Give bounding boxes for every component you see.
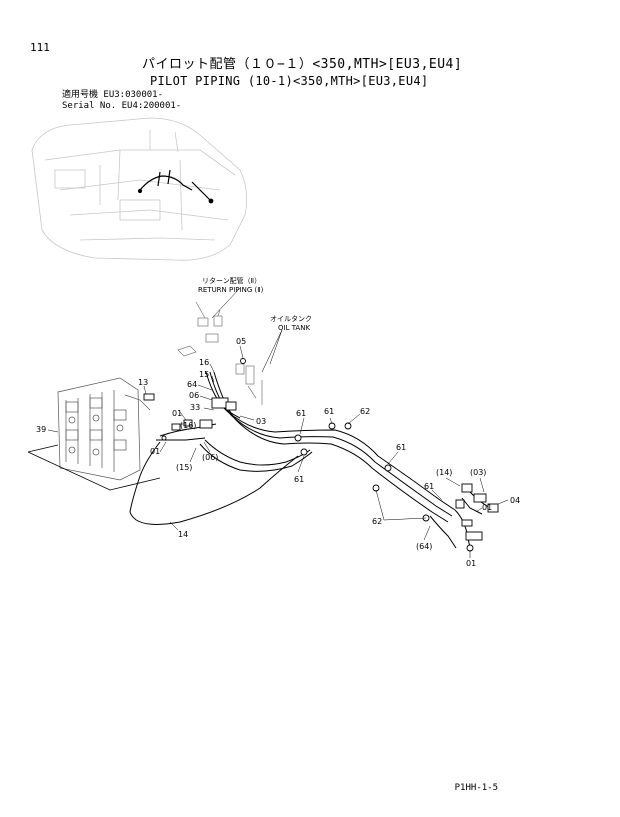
ground-plate (27, 444, 161, 491)
part-labels: 13 39 01 (16) 01 (15) (06) 16 15 64 06 3… (36, 337, 520, 568)
part-label: 05 (236, 337, 246, 346)
note-oil-tank-jp: オイルタンク (270, 314, 312, 323)
serial-applicable-line: 適用号機 EU3:030001- (62, 90, 164, 100)
part-label: 06 (189, 391, 199, 400)
part-label: 16 (199, 358, 209, 367)
part-label: 61 (296, 409, 306, 418)
part-label: (03) (470, 468, 486, 477)
control-valve-block (57, 377, 151, 481)
leader-lines (47, 287, 509, 558)
note-return-piping-en: RETURN PIPING (Ⅱ) (198, 286, 264, 294)
page-title-japanese: パイロット配管（１０−１）<350,MTH>[EU3,EU4] (142, 57, 463, 72)
part-label: 39 (36, 425, 46, 434)
part-label: 33 (190, 403, 200, 412)
part-label: 15 (199, 370, 209, 379)
pilot-hoses (129, 371, 491, 549)
part-label: 04 (510, 496, 520, 505)
return-piping-components (177, 301, 263, 405)
page-title-english: PILOT PIPING (10-1)<350,MTH>[EU3,EU4] (150, 74, 429, 88)
part-label: 64 (187, 380, 197, 389)
page-number: 111 (30, 41, 50, 54)
part-label: (14) (436, 468, 452, 477)
part-label: (06) (202, 453, 218, 462)
part-label: (64) (416, 542, 432, 551)
part-label: 14 (178, 530, 188, 539)
part-label: 61 (396, 443, 406, 452)
part-label: (16) (180, 421, 196, 430)
part-label: 61 (424, 482, 434, 491)
part-label: 62 (372, 517, 382, 526)
part-label: (15) (176, 463, 192, 472)
part-label: 13 (138, 378, 148, 387)
part-label: 61 (324, 407, 334, 416)
serial-number-line: Serial No. EU4:200001- (62, 101, 182, 111)
note-return-piping-jp: リターン配管（Ⅱ） (202, 276, 261, 285)
footer-code: P1HH-1-5 (454, 783, 498, 793)
hose-fittings (143, 358, 499, 552)
part-label: 03 (256, 417, 266, 426)
part-label: 62 (360, 407, 370, 416)
overview-highlight-pipes (137, 169, 214, 204)
part-label: 01 (150, 447, 160, 456)
part-label: 01 (482, 503, 492, 512)
part-label: 01 (466, 559, 476, 568)
machine-overview-sketch (31, 117, 248, 261)
part-label: 01 (172, 409, 182, 418)
note-oil-tank-en: OIL TANK (278, 324, 310, 332)
part-label: 61 (294, 475, 304, 484)
